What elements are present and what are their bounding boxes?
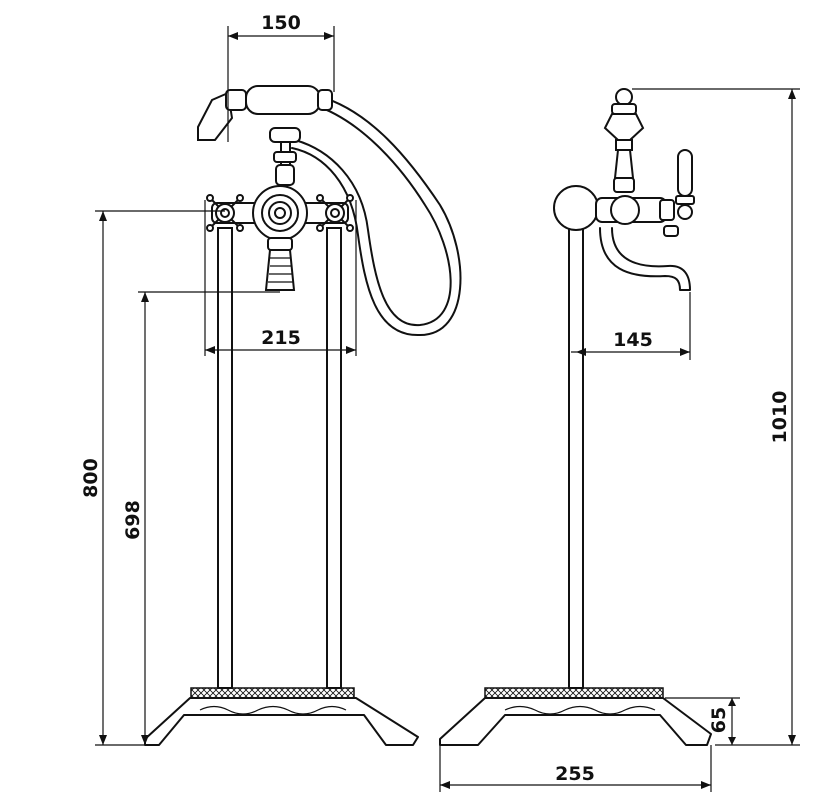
dim-65: 65 — [665, 697, 740, 745]
dim-215-label: 215 — [261, 327, 301, 349]
dim-215: 215 — [204, 200, 357, 356]
side-cradle — [603, 88, 645, 193]
side-view — [439, 88, 712, 746]
lever-handle — [663, 149, 695, 237]
hose — [294, 104, 452, 327]
front-spout — [264, 237, 296, 291]
side-ball — [553, 185, 599, 231]
front-view — [144, 85, 462, 746]
dim-255: 255 — [439, 745, 712, 792]
center-medallion — [252, 185, 308, 241]
dim-255-label: 255 — [555, 763, 595, 785]
side-spout — [599, 227, 691, 291]
front-base — [144, 687, 419, 746]
right-cross-handle — [316, 194, 354, 232]
dim-145: 145 — [571, 292, 691, 360]
dim-150-label: 150 — [261, 12, 301, 34]
dim-65-label: 65 — [708, 707, 730, 733]
dim-150: 150 — [227, 12, 335, 142]
front-pipes — [217, 227, 342, 689]
dim-800-label: 800 — [80, 458, 102, 498]
side-base — [439, 687, 712, 746]
dim-1010-label: 1010 — [769, 391, 791, 444]
dim-145-label: 145 — [613, 329, 653, 351]
side-pipe — [568, 221, 584, 689]
dim-698: 698 — [122, 291, 280, 745]
dim-800: 800 — [80, 210, 225, 746]
dim-1010: 1010 — [632, 88, 800, 746]
left-cross-handle — [206, 194, 244, 232]
handshower — [197, 85, 333, 141]
dim-698-label: 698 — [122, 500, 144, 540]
